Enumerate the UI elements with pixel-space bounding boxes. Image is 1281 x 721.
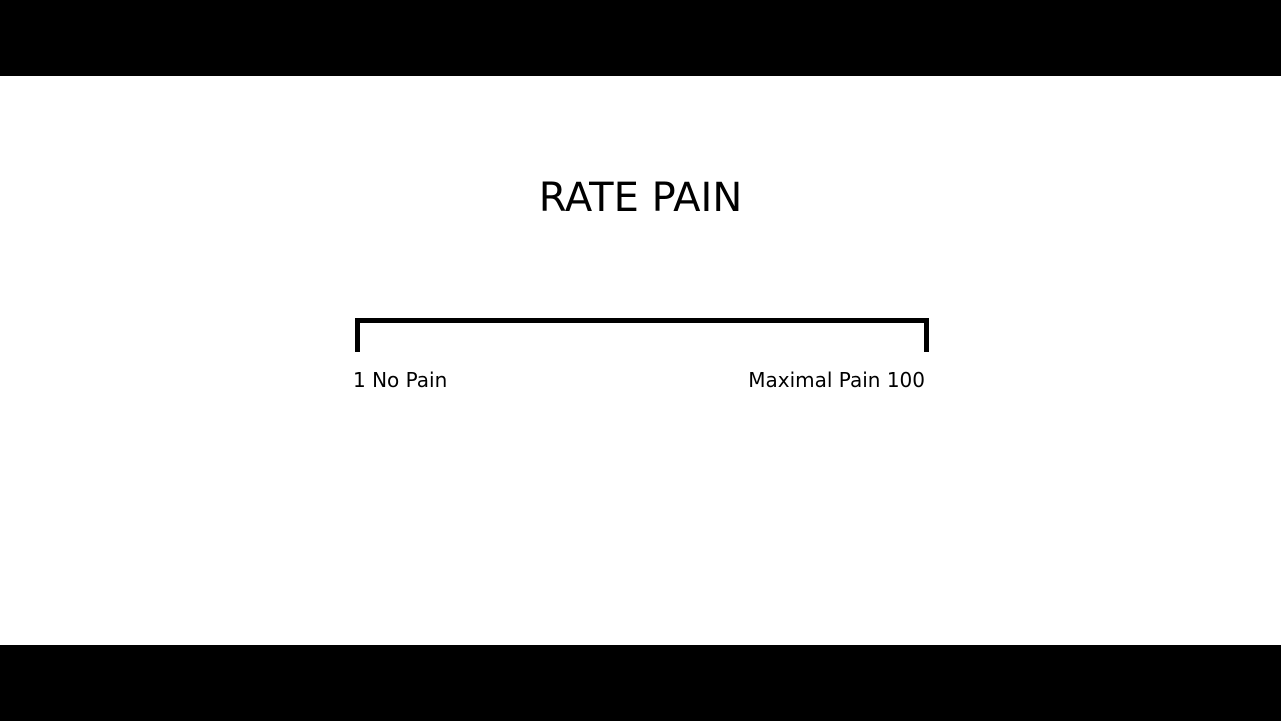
scale-min-label: 1 No Pain xyxy=(353,368,448,392)
bottom-letterbox-bar xyxy=(0,645,1281,721)
pain-rating-scale[interactable] xyxy=(355,318,929,352)
top-letterbox-bar xyxy=(0,0,1281,76)
scale-left-tick xyxy=(355,318,360,352)
slide: RATE PAIN 1 No Pain Maximal Pain 100 xyxy=(0,76,1281,645)
scale-right-tick xyxy=(924,318,929,352)
scale-line xyxy=(355,318,929,323)
scale-max-label: Maximal Pain 100 xyxy=(748,368,925,392)
slide-title: RATE PAIN xyxy=(538,175,743,221)
